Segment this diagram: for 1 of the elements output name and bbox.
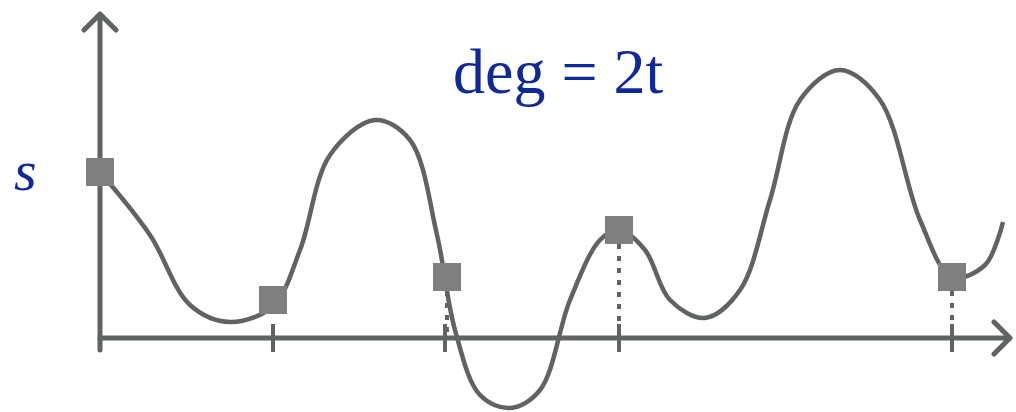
axis-label: s <box>14 142 37 200</box>
